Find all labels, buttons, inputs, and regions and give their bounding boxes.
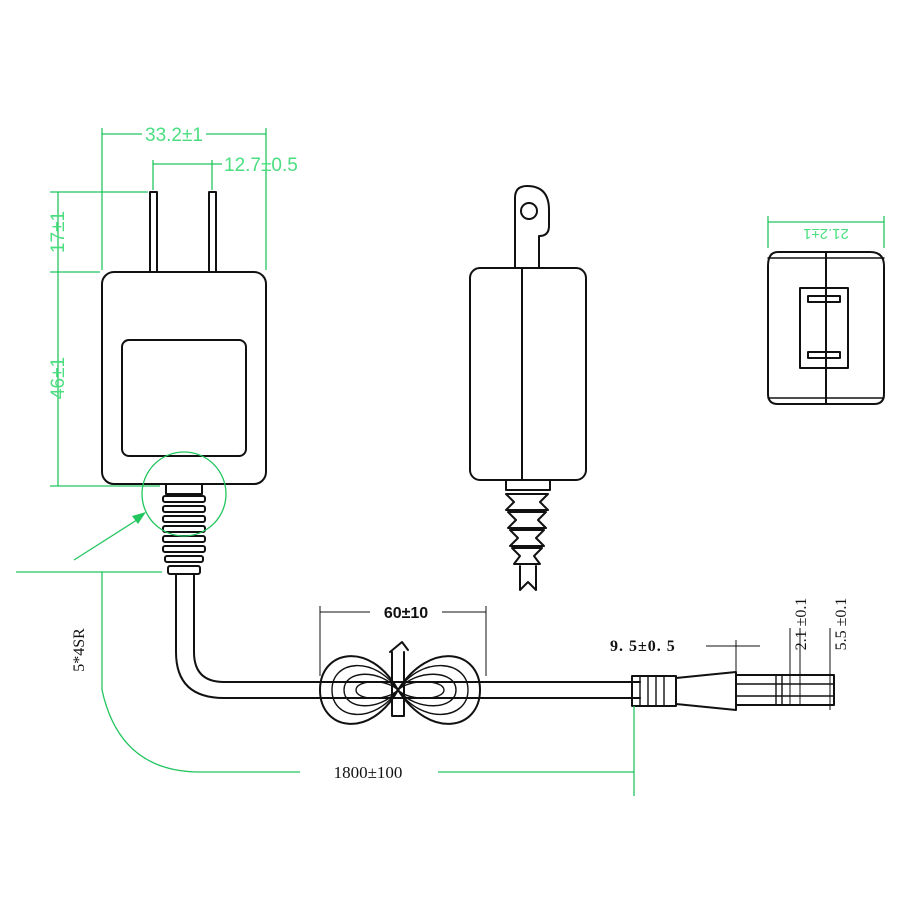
side-view [469,185,587,591]
plug-face-view [767,251,885,405]
label-outer-diameter: 5.5 ±0.1 [833,598,850,651]
adapter-body-side [469,267,587,481]
strain-relief-front [162,483,206,575]
label-cable-length: 1800±100 [334,763,403,782]
cable [175,573,641,725]
label-pin-spacing: 12.7±0.5 [224,155,298,176]
dc-plug [631,671,835,711]
cable-coil [319,655,481,725]
side-pin [514,185,550,269]
label-body-width: 33.2±1 [145,125,203,146]
detail-circle [141,451,227,537]
label-inner-diameter: 2.1 ±0.1 [793,598,810,651]
label-plug-thickness: 21.2±1 [803,225,849,242]
label-pin-length: 17±1 [48,211,69,253]
cable-tie [389,641,409,717]
barrel [735,674,835,706]
label-area [121,339,247,457]
label-barrel-length: 9. 5±0. 5 [610,638,676,655]
label-body-height: 46±1 [48,357,69,399]
front-view [101,191,267,575]
dimension-labels: 33.2±1 12.7±0.5 17±1 46±1 21.2±1 5*4SR 6… [48,125,850,782]
pin-right [208,191,217,273]
pin-left [149,191,158,273]
pin-hole [520,202,538,220]
label-coil-length: 60±10 [384,605,428,622]
strain-relief-side [505,493,549,565]
label-strain-relief: 5*4SR [71,628,88,672]
dimension-lines [16,128,885,796]
socket-slot [799,287,849,369]
